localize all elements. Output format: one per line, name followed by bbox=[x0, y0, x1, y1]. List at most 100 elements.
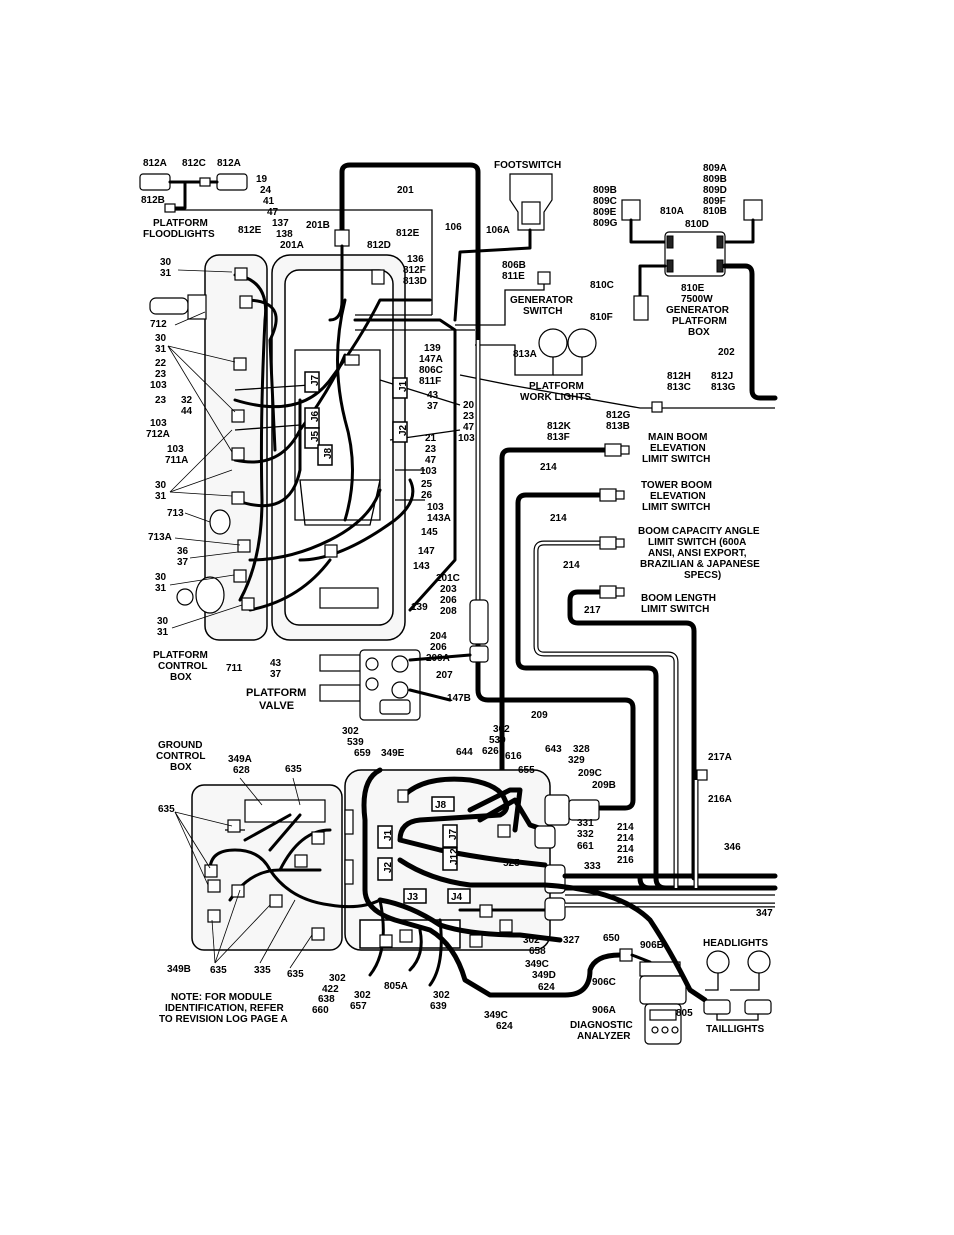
connector-j1: J1 bbox=[392, 377, 409, 399]
label: 31 bbox=[157, 627, 169, 638]
label: 103 bbox=[458, 433, 475, 444]
label: TO REVISION LOG PAGE A bbox=[159, 1014, 288, 1025]
label: 813B bbox=[606, 421, 630, 432]
label: HEADLIGHTS bbox=[703, 938, 768, 949]
label: 147B bbox=[447, 693, 471, 704]
label: 635 bbox=[210, 965, 227, 976]
connector-j2: J2 bbox=[392, 421, 409, 443]
label: 103 bbox=[150, 418, 167, 429]
label: 809D bbox=[703, 185, 727, 196]
label: 335 bbox=[254, 965, 271, 976]
label: 47 bbox=[463, 422, 475, 433]
generator-box bbox=[664, 231, 726, 277]
label: 809B bbox=[593, 185, 617, 196]
label: 209B bbox=[592, 780, 616, 791]
svg-text:J2: J2 bbox=[398, 424, 409, 436]
generator-switch-left bbox=[621, 199, 641, 221]
label: 206 bbox=[440, 595, 457, 606]
connector-j8: J8 bbox=[317, 444, 334, 466]
label: 30 bbox=[155, 480, 167, 491]
label: 103 bbox=[427, 502, 444, 513]
label: 809F bbox=[703, 196, 726, 207]
label: 30 bbox=[157, 616, 169, 627]
label: SPECS) bbox=[684, 570, 721, 581]
label: GROUND bbox=[158, 740, 202, 751]
label: ELEVATION bbox=[650, 491, 706, 502]
connector-201c bbox=[469, 599, 489, 645]
label: 216A bbox=[708, 794, 732, 805]
label: 712 bbox=[150, 319, 167, 330]
floodlight-left bbox=[139, 173, 171, 191]
svg-text:J8: J8 bbox=[323, 447, 334, 459]
label: 47 bbox=[425, 455, 437, 466]
label: 655 bbox=[518, 765, 535, 776]
valve-coil-1 bbox=[319, 654, 361, 672]
head-tail-lights bbox=[542, 882, 772, 1021]
label: 217 bbox=[584, 605, 601, 616]
label: 302 bbox=[523, 935, 540, 946]
label: 201B bbox=[306, 220, 330, 231]
ground-connector-j8: J8 bbox=[431, 796, 455, 812]
label: 659 bbox=[354, 748, 371, 759]
svg-text:J4: J4 bbox=[451, 892, 463, 903]
label: VALVE bbox=[259, 700, 294, 712]
label: 635 bbox=[285, 764, 302, 775]
label: 21 bbox=[425, 433, 437, 444]
label: 812A bbox=[217, 158, 241, 169]
generator-switch-right bbox=[743, 199, 763, 221]
label: 328 bbox=[573, 744, 590, 755]
label: TOWER BOOM bbox=[641, 480, 712, 491]
label: FOOTSWITCH bbox=[494, 160, 561, 171]
label: 331 bbox=[577, 818, 594, 829]
label: SWITCH bbox=[523, 306, 562, 317]
label: 206 bbox=[430, 642, 447, 653]
label: 906C bbox=[592, 977, 616, 988]
label: 349A bbox=[228, 754, 252, 765]
label: 349D bbox=[532, 970, 556, 981]
label: 347 bbox=[756, 908, 773, 919]
headlight-left bbox=[706, 950, 730, 974]
work-light-right bbox=[567, 328, 597, 358]
label: 806C bbox=[419, 365, 443, 376]
label: 302 bbox=[342, 726, 359, 737]
label: 661 bbox=[577, 841, 594, 852]
label: 22 bbox=[155, 358, 167, 369]
label: 624 bbox=[538, 982, 555, 993]
diagnostic-analyzer bbox=[562, 948, 687, 1045]
label: 628 bbox=[233, 765, 250, 776]
label: 203 bbox=[440, 584, 457, 595]
label: 812D bbox=[367, 240, 391, 251]
label: BOX bbox=[170, 672, 192, 683]
label: 302 bbox=[493, 724, 510, 735]
label: 346 bbox=[724, 842, 741, 853]
cable-201 bbox=[339, 162, 636, 811]
connector-j7: J7 bbox=[304, 371, 321, 393]
label: 103 bbox=[150, 380, 167, 391]
label: 31 bbox=[155, 491, 167, 502]
terminal-strip bbox=[319, 587, 379, 609]
label: MAIN BOOM bbox=[648, 432, 707, 443]
label: 810E bbox=[681, 283, 705, 294]
svg-text:J8: J8 bbox=[435, 800, 447, 811]
label: 624 bbox=[496, 1021, 513, 1032]
generator-switch-body bbox=[537, 271, 551, 285]
label: 812B bbox=[141, 195, 165, 206]
label: 19 bbox=[256, 174, 268, 185]
connector-j5: J5 bbox=[304, 427, 321, 449]
label: LIMIT SWITCH bbox=[641, 604, 709, 615]
label: PLATFORM bbox=[529, 381, 584, 392]
label: 103 bbox=[420, 466, 437, 477]
label: BOX bbox=[170, 762, 192, 773]
labels: 812A 812C 812A 19 24 41 47 812B PLATFORM… bbox=[141, 158, 773, 1042]
label: 812C bbox=[182, 158, 206, 169]
label: GENERATOR bbox=[510, 295, 574, 306]
joystick-handle bbox=[149, 297, 189, 315]
label: CONTROL bbox=[158, 661, 207, 672]
work-light-left bbox=[538, 328, 568, 358]
label: 23 bbox=[155, 369, 167, 380]
work-light-connector bbox=[651, 401, 663, 413]
label: 643 bbox=[545, 744, 562, 755]
label: PLATFORM bbox=[672, 316, 727, 327]
label: ANSI, ANSI EXPORT, bbox=[648, 548, 747, 559]
label: 147 bbox=[418, 546, 435, 557]
